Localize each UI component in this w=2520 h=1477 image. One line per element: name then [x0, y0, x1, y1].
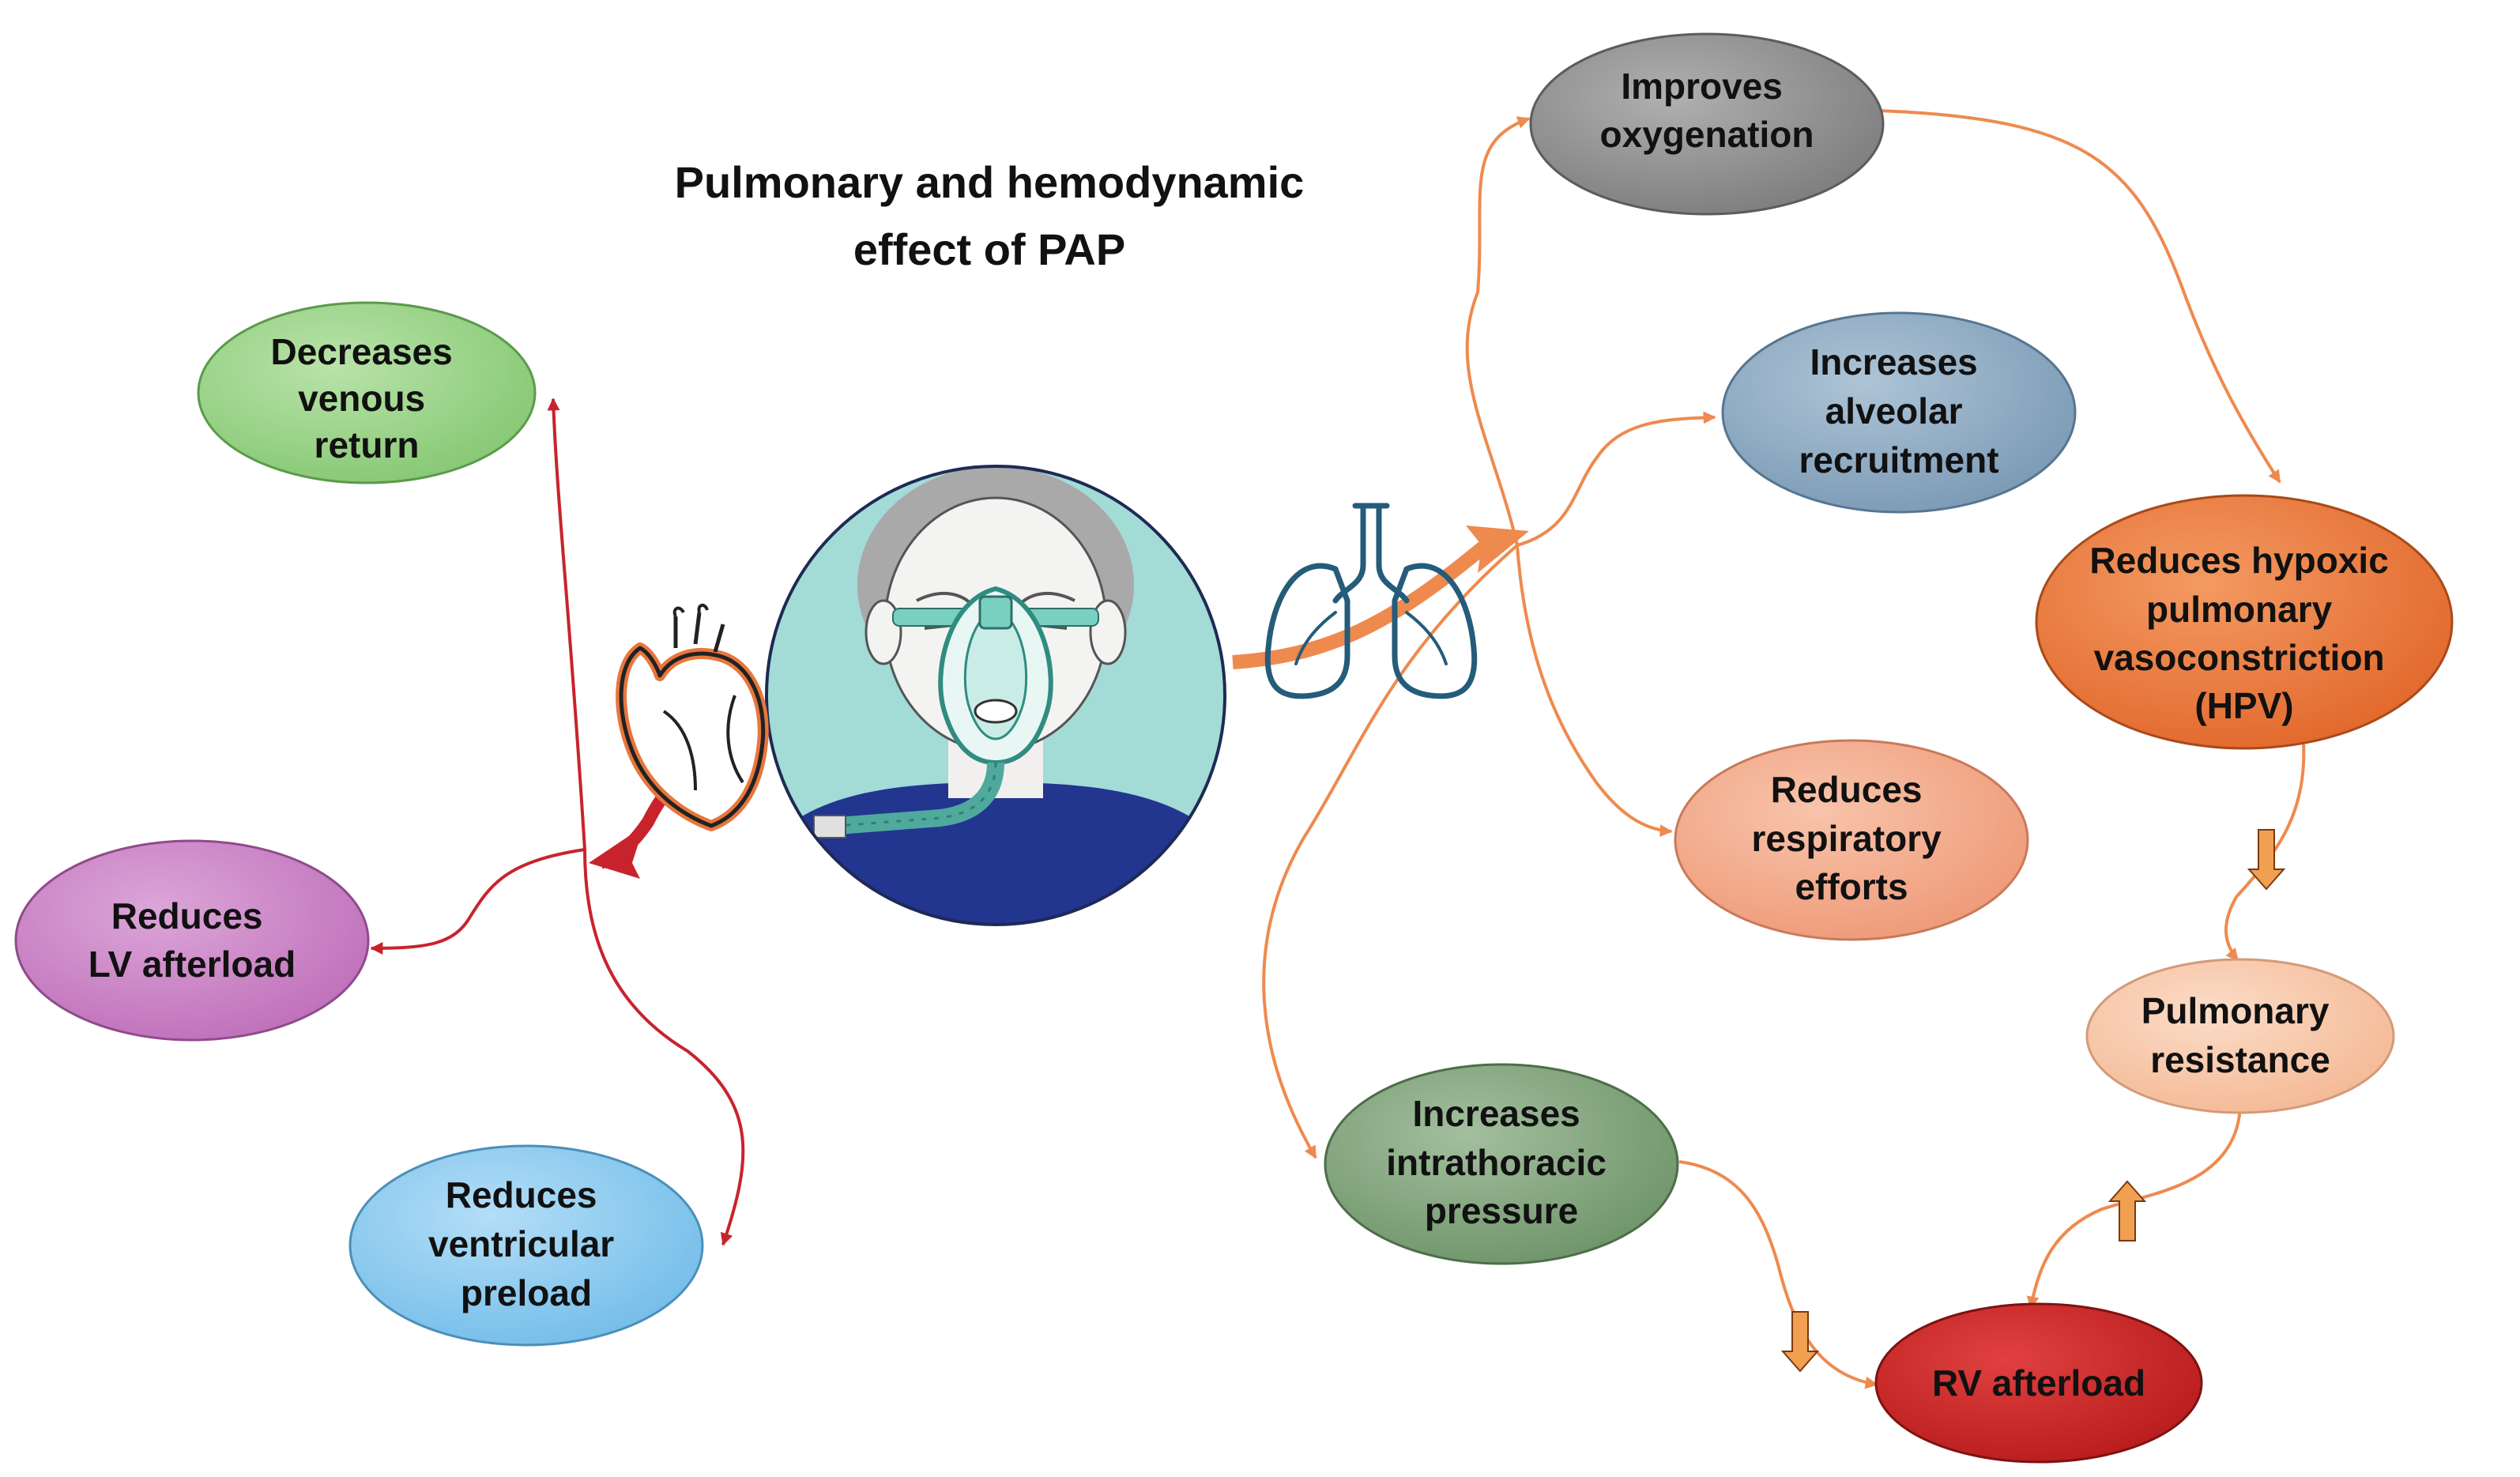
diagram-title: Pulmonary and hemodynamic effect of PAP — [675, 157, 1305, 274]
arrow-pulmonary-resistance-to-rv-afterload — [2026, 1106, 2242, 1309]
arrow-oxygenation-to-hpv — [1878, 109, 2281, 484]
arrow-to-improves-oxygenation — [1465, 116, 1531, 546]
arrow-to-increases-alveolar-recruitment — [1516, 411, 1716, 547]
patient-icon — [765, 465, 1226, 926]
label-pulmonary-resistance: Pulmonary resistance — [2141, 990, 2340, 1080]
node-increases-alveolar-recruitment: Increases alveolar recruitment — [1721, 311, 2077, 514]
down-indicator-arrow-intrathoracic — [1780, 1311, 1820, 1373]
arrow-to-reduces-respiratory-efforts — [1516, 544, 1673, 838]
arrow-hpv-to-pulmonary-resistance — [2224, 742, 2306, 962]
node-increases-intrathoracic-pressure: Increases intrathoracic pressure — [1324, 1063, 1679, 1265]
node-reduces-lv-afterload: Reduces LV afterload — [14, 839, 370, 1042]
label-reduces-respiratory-efforts: Reduces respiratory efforts — [1751, 769, 1951, 907]
down-indicator-arrow-hpv — [2247, 829, 2286, 891]
label-reduces-hpv: Reduces hypoxic pulmonary vasoconstricti… — [2089, 540, 2398, 726]
node-reduces-ventricular-preload: Reduces ventricular preload — [348, 1144, 704, 1347]
label-increases-intrathoracic-pressure: Increases intrathoracic pressure — [1386, 1093, 1616, 1231]
heart-icon — [616, 603, 769, 831]
label-increases-alveolar-recruitment: Increases alveolar recruitment — [1799, 341, 1998, 480]
arrow-to-increases-intrathoracic-pressure — [1262, 544, 1519, 1159]
label-reduces-lv-afterload: Reduces LV afterload — [89, 895, 296, 985]
lungs-icon — [1264, 503, 1478, 699]
node-pulmonary-resistance: Pulmonary resistance — [2085, 958, 2395, 1114]
heart-flow-arrowhead — [589, 826, 644, 879]
node-improves-oxygenation: Improves oxygenation — [1529, 32, 1885, 216]
node-decreases-venous-return: Decreases venous return — [197, 301, 537, 484]
title-line-1: Pulmonary and hemodynamic — [675, 157, 1305, 207]
node-rv-afterload: RV afterload — [1874, 1302, 2203, 1464]
node-reduces-respiratory-efforts: Reduces respiratory efforts — [1674, 739, 2029, 941]
up-indicator-arrow-resistance — [2108, 1180, 2147, 1242]
arrow-to-reduces-lv-afterload — [370, 848, 586, 955]
arrow-to-reduces-ventricular-preload — [583, 849, 745, 1246]
label-rv-afterload: RV afterload — [1932, 1362, 2145, 1404]
label-improves-oxygenation: Improves oxygenation — [1600, 66, 1814, 155]
node-reduces-hpv: Reduces hypoxic pulmonary vasoconstricti… — [2035, 494, 2454, 750]
arrow-to-decreases-venous-return — [547, 398, 586, 850]
title-line-2: effect of PAP — [853, 224, 1125, 274]
lung-flow-arrowhead — [1466, 526, 1529, 573]
arrow-intrathoracic-to-rv-afterload — [1678, 1160, 1878, 1389]
label-decreases-venous-return: Decreases venous return — [271, 331, 463, 465]
label-reduces-ventricular-preload: Reduces ventricular preload — [428, 1174, 624, 1313]
